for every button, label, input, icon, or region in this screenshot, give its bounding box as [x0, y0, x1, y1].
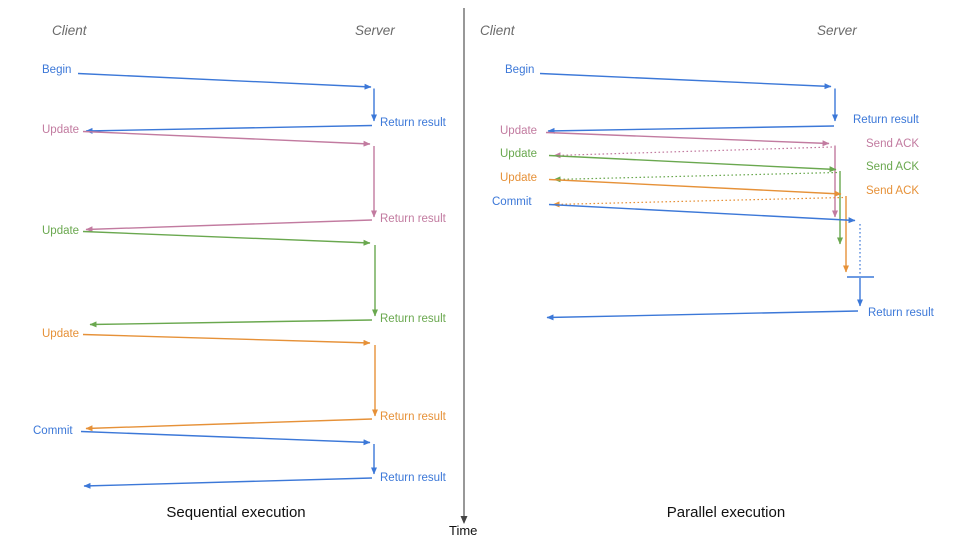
- seq-begin-arrows: [77, 72, 377, 134]
- panel-title-sequential: Sequential execution: [166, 504, 306, 521]
- response-label: Return result: [380, 472, 446, 484]
- message-label-update3: Update: [42, 328, 80, 340]
- par-update3-arrows: [548, 178, 849, 273]
- server-lifeline-header: Server: [355, 23, 395, 38]
- panel-title-parallel: Parallel execution: [666, 504, 786, 521]
- par-update1-arrows: [545, 131, 838, 218]
- ack-label: Send ACK: [866, 185, 920, 197]
- response-label: Return result: [380, 411, 446, 423]
- message-label-update1: Update: [42, 124, 80, 136]
- time-axis-label: Time: [449, 523, 478, 538]
- response-label: Return result: [380, 117, 446, 129]
- par-commit-arrows: [546, 203, 874, 321]
- seq-update2-arrows: [82, 230, 378, 328]
- server-lifeline-header: Server: [817, 23, 857, 38]
- message-label-commit: Commit: [33, 425, 73, 437]
- response-label: Return result: [853, 114, 919, 126]
- response-label: Return result: [380, 313, 446, 325]
- seq-commit-arrows: [80, 430, 377, 489]
- message-label-update1: Update: [500, 125, 538, 137]
- message-label-update2: Update: [500, 148, 538, 160]
- message-label-begin: Begin: [505, 64, 535, 76]
- ack-label: Send ACK: [866, 138, 920, 150]
- message-label-update2: Update: [42, 225, 80, 237]
- seq-update1-arrows: [82, 130, 377, 233]
- response-label: Return result: [380, 213, 446, 225]
- seq-update3-arrows: [82, 333, 378, 432]
- par-begin-arrows: [539, 72, 838, 134]
- message-label-begin: Begin: [42, 64, 72, 76]
- message-label-update3: Update: [500, 172, 538, 184]
- response-label: Return result: [868, 307, 934, 319]
- client-lifeline-header: Client: [52, 23, 87, 38]
- ack-label: Send ACK: [866, 161, 920, 173]
- message-label-commit: Commit: [492, 196, 532, 208]
- par-update2-arrows: [548, 154, 843, 245]
- client-lifeline-header: Client: [480, 23, 515, 38]
